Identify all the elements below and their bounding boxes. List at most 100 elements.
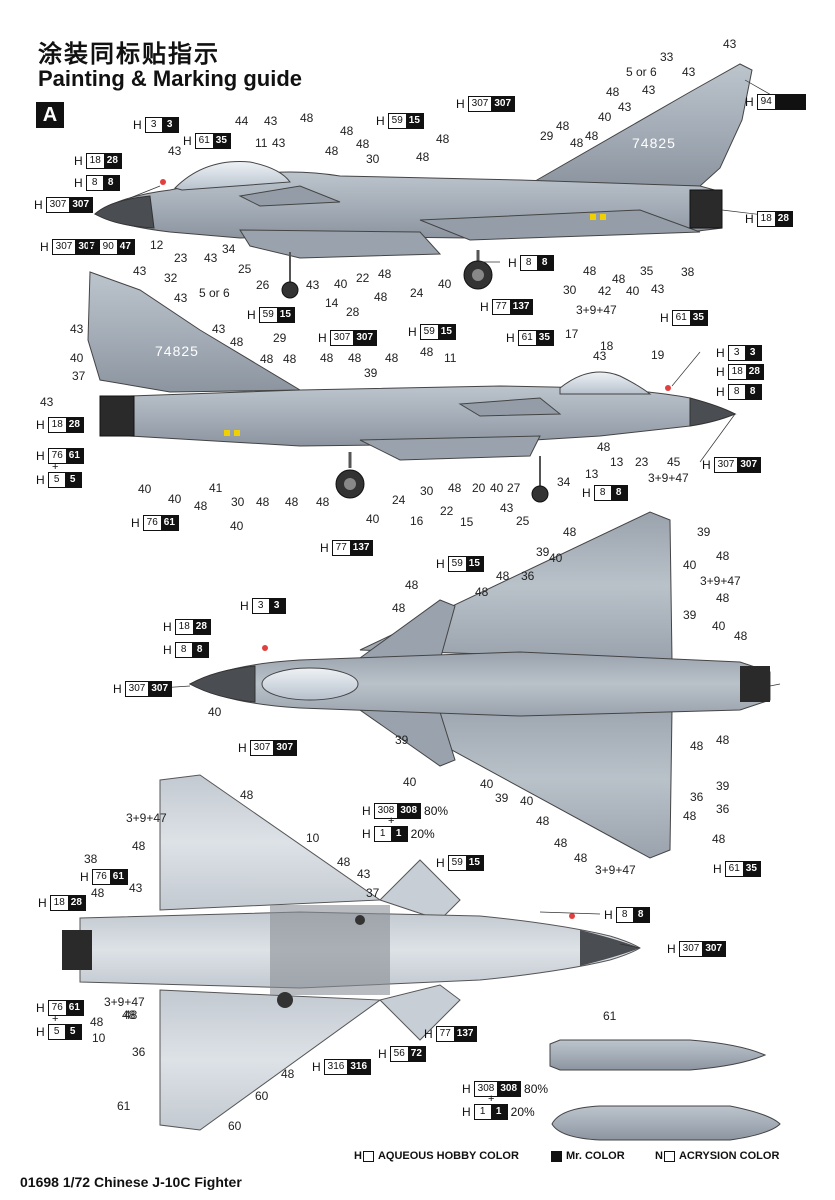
- nose-wheel: [531, 485, 549, 503]
- callout-number: 48: [260, 352, 274, 366]
- callout-number: 48: [712, 832, 726, 846]
- legend-box-filled-icon: [551, 1150, 562, 1162]
- callout-number: 27: [507, 481, 521, 495]
- callout-number: 40: [168, 492, 182, 506]
- callout-number: 40: [490, 481, 504, 495]
- callout-number: 48: [716, 733, 730, 747]
- callout-number: 48: [281, 1067, 295, 1081]
- callout-number: 42: [598, 284, 612, 298]
- callout-number: 48: [496, 569, 510, 583]
- legend-mr-color: Mr. COLOR: [550, 1150, 625, 1162]
- radome: [689, 397, 737, 427]
- callout-number: 34: [222, 242, 236, 256]
- callout-number: 5 or 6: [626, 65, 657, 79]
- callout-number: 48: [91, 886, 105, 900]
- callout-number: 61: [603, 1009, 617, 1023]
- callout-number: 48: [475, 585, 489, 599]
- callout-number: 35: [640, 264, 654, 278]
- legend-box-icon: [362, 1150, 374, 1162]
- canopy: [174, 161, 291, 191]
- drop-tank-upper: [549, 1039, 767, 1071]
- callout-number: 48: [90, 1015, 104, 1029]
- callout-number: 61: [117, 1099, 131, 1113]
- callout-number: 60: [228, 1119, 242, 1133]
- callout-number: 3+9+47: [700, 574, 741, 588]
- serial-number: 74825: [632, 135, 676, 151]
- callout-number: 43: [618, 100, 632, 114]
- exhaust: [99, 395, 135, 437]
- callout-number: 48: [436, 132, 450, 146]
- exhaust: [740, 666, 770, 702]
- callout-number: 3+9+47: [648, 471, 689, 485]
- footer-title: 01698 1/72 Chinese J-10C Fighter: [20, 1174, 242, 1190]
- callout-number: 43: [272, 136, 286, 150]
- callout-number: 40: [208, 705, 222, 719]
- callout-number: 48: [124, 1008, 138, 1022]
- upper-canard: [358, 599, 456, 661]
- callout-number: 3+9+47: [576, 303, 617, 317]
- radome: [580, 930, 640, 966]
- callout-number: 39: [395, 733, 409, 747]
- legend-box-icon: [663, 1150, 675, 1162]
- callout-number: 25: [238, 262, 252, 276]
- callout-number: 37: [366, 886, 380, 900]
- callout-number: 48: [448, 481, 462, 495]
- plus-sign: +: [52, 1013, 59, 1025]
- callout-number: 43: [306, 278, 320, 292]
- callout-number: 48: [734, 629, 748, 643]
- callout-number: 48: [194, 499, 208, 513]
- callout-number: 29: [273, 331, 287, 345]
- callout-number: 15: [460, 515, 474, 529]
- callout-number: 43: [212, 322, 226, 336]
- callout-number: 40: [683, 558, 697, 572]
- callout-number: 48: [583, 264, 597, 278]
- callout-number: 11: [255, 136, 268, 150]
- upper-wing: [159, 774, 382, 911]
- callout-number: 48: [356, 137, 370, 151]
- callout-number: 30: [231, 495, 245, 509]
- callout-number: 48: [716, 549, 730, 563]
- callout-number: 43: [70, 322, 84, 336]
- canopy: [261, 667, 359, 701]
- callout-number: 14: [325, 296, 339, 310]
- callout-number: 33: [660, 50, 674, 64]
- callout-number: 43: [129, 881, 143, 895]
- callout-number: 43: [723, 37, 737, 51]
- callout-number: 44: [235, 114, 249, 128]
- callout-number: 3+9+47: [595, 863, 636, 877]
- callout-number: 40: [549, 551, 563, 565]
- callout-number: 48: [320, 351, 334, 365]
- callout-number: 30: [366, 152, 380, 166]
- callout-number: 29: [540, 129, 554, 143]
- canard: [238, 185, 341, 207]
- callout-number: 48: [597, 440, 611, 454]
- callout-number: 48: [325, 144, 339, 158]
- canard: [458, 397, 562, 417]
- callout-number: 40: [334, 277, 348, 291]
- callout-number: 48: [300, 111, 314, 125]
- callout-number: 36: [521, 569, 535, 583]
- callout-number: 39: [716, 779, 730, 793]
